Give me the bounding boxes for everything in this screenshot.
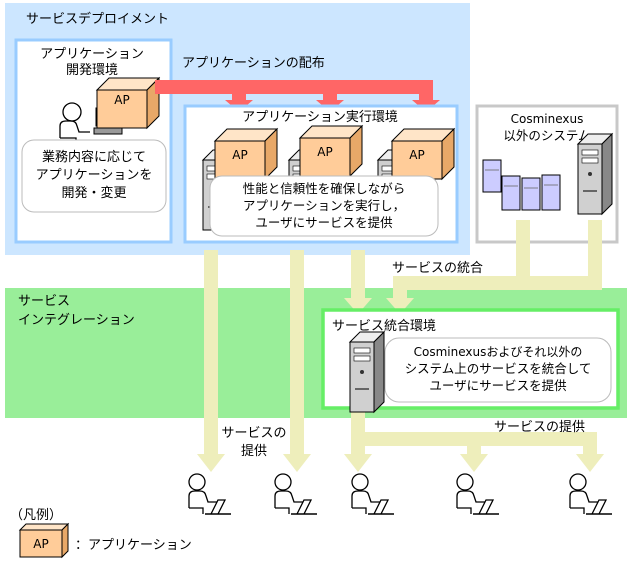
integrate-label: サービスの統合: [392, 261, 483, 276]
exec-env-desc-box: [209, 175, 439, 237]
dev-env-desc-box: [21, 139, 167, 213]
user-icon-1: [188, 473, 232, 515]
user-icon-4: [456, 473, 500, 515]
other-systems-title-line2: 以外のシステム: [503, 128, 590, 143]
distribution-label: アプリケーションの配布: [182, 56, 325, 71]
exec-env-desc-line3: ユーザにサービスを提供: [255, 215, 392, 230]
exec-env-desc-line1: 性能と信頼性を確保しながら: [243, 181, 406, 196]
user-icon-2: [274, 473, 318, 515]
integration-env-desc-line1: Cosminexusおよびそれ以外の: [414, 345, 583, 359]
legend-ap-box: [18, 522, 70, 559]
exec-ap-label-2: AP: [317, 145, 332, 159]
provide-label-line1: サービスの: [221, 426, 286, 441]
user-icon-3: [351, 473, 395, 515]
dev-env-desc-line1: 業務内容に応じて: [42, 149, 146, 165]
user-icon-5: [569, 473, 613, 515]
integration-env-desc-box: [384, 337, 612, 403]
dev-env-desc-line2: アプリケーションを: [36, 168, 153, 183]
exec-env-desc-line2: アプリケーションを実行し，: [243, 198, 405, 213]
legend-ap-label: AP: [33, 537, 48, 551]
integration-title-line1: サービス: [18, 294, 70, 309]
legend-title: （凡例）: [10, 508, 62, 523]
provide-label-line2: 提供: [241, 443, 267, 459]
flow-arrows: [197, 220, 604, 472]
integration-env-desc-line3: ユーザにサービスを提供: [429, 378, 566, 393]
dev-env-title-line1: アプリケーション: [40, 47, 144, 62]
dev-ap-label: AP: [114, 93, 129, 107]
integration-title-line2: インテグレーション: [18, 313, 135, 328]
integration-env-desc-line2: システム上のサービスを統合して: [405, 361, 592, 376]
legend-ap-description: ：アプリケーション: [75, 538, 192, 553]
exec-env-title: アプリケーション実行環境: [242, 109, 398, 125]
integration-env-title: サービス統合環境: [332, 319, 436, 334]
mainframe-icon: [482, 159, 561, 211]
integration-server: [349, 331, 385, 413]
other-systems-title-line1: Cosminexus: [511, 112, 584, 126]
dev-env-title-line2: 開発環境: [66, 63, 118, 78]
exec-ap-label-1: AP: [232, 148, 247, 162]
other-systems-server: [577, 133, 613, 215]
deployment-title: サービスデプロイメント: [26, 11, 169, 27]
exec-ap-label-3: AP: [409, 148, 424, 162]
provide-label-right: サービスの提供: [494, 419, 585, 435]
dev-env-desc-line3: 開発・変更: [61, 185, 126, 201]
